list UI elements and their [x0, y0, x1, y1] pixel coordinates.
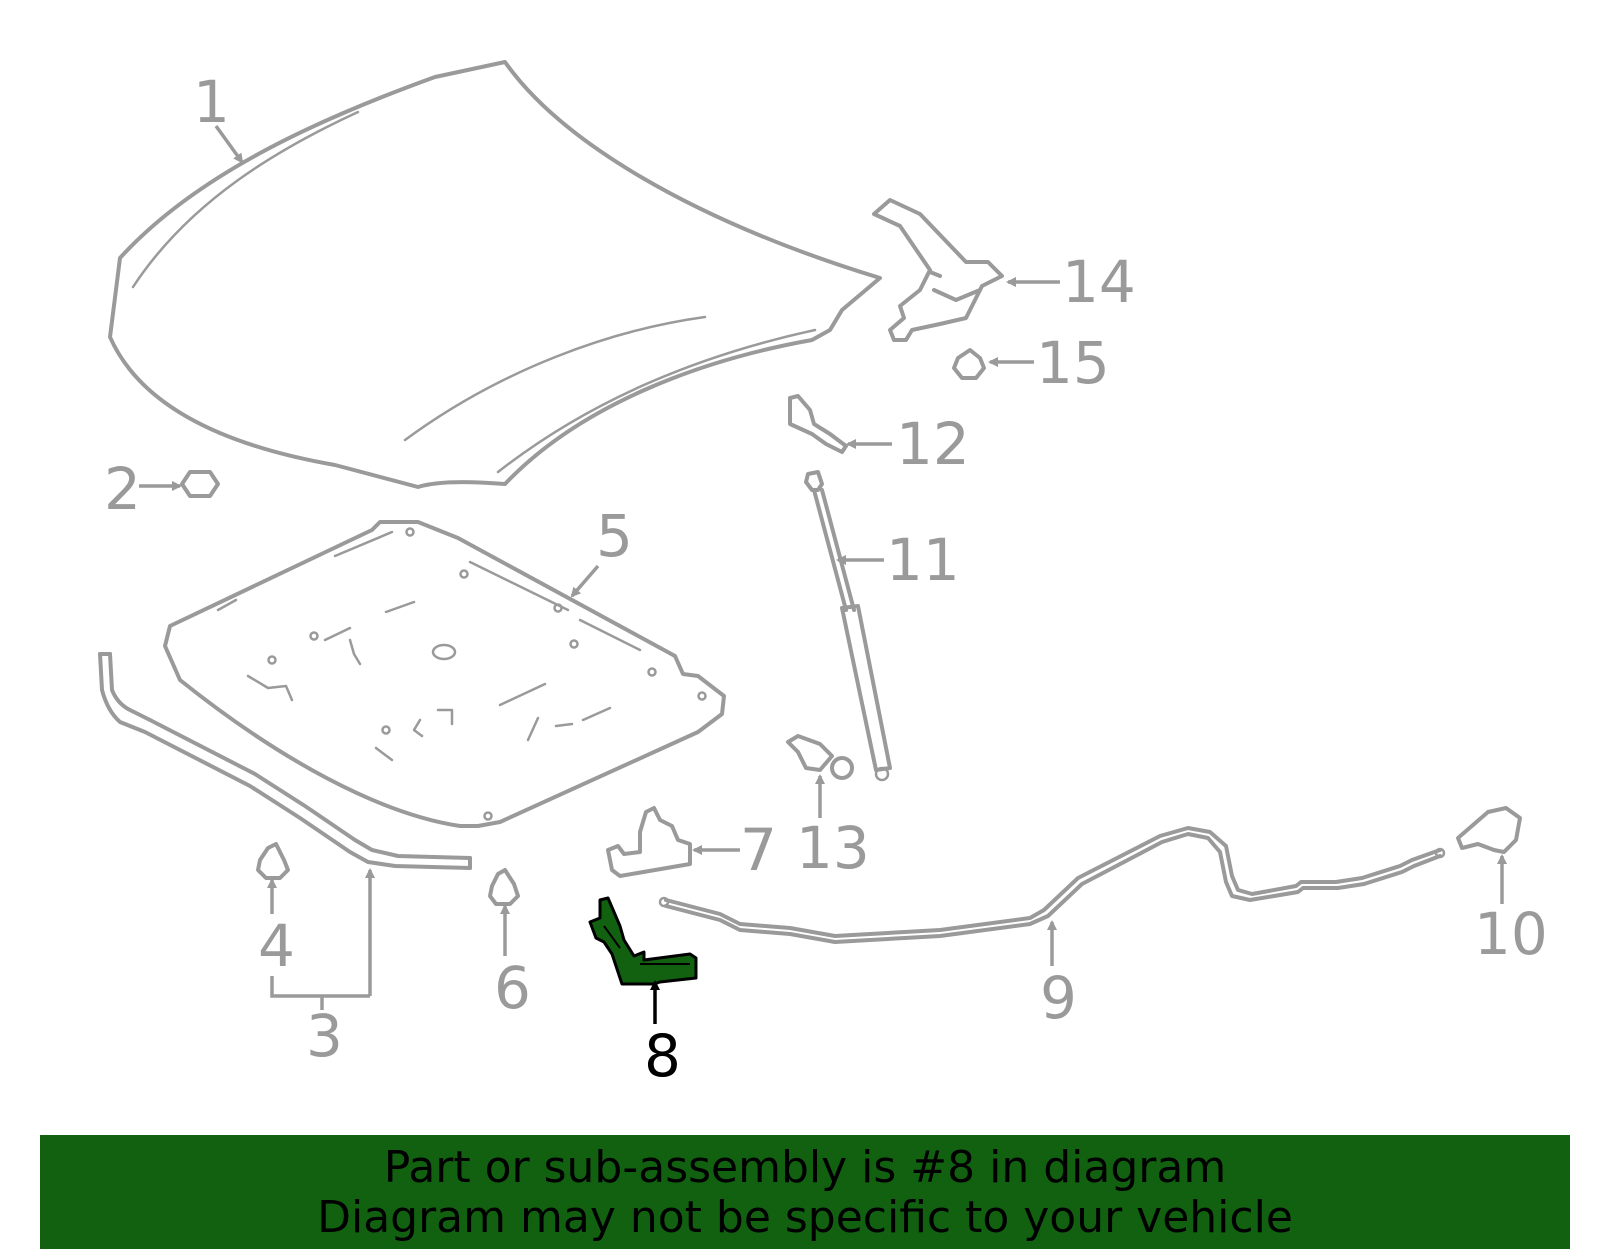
release-handle — [1456, 806, 1522, 854]
hood-grommet — [180, 470, 220, 498]
strut-bracket — [788, 394, 848, 454]
callout-15: 15 — [1036, 329, 1110, 397]
callout-11: 11 — [886, 526, 960, 594]
release-cable — [658, 826, 1446, 944]
hood-seal — [98, 652, 472, 870]
hinge-nut — [952, 348, 986, 380]
callout-9: 9 — [1040, 964, 1077, 1032]
hood-panel — [108, 60, 882, 489]
callout-12: 12 — [896, 410, 970, 478]
banner-line-2: Diagram may not be specific to your vehi… — [317, 1192, 1293, 1243]
callout-5: 5 — [596, 502, 633, 570]
callout-4: 4 — [258, 912, 295, 980]
hood-latch — [606, 806, 692, 878]
callout-1: 1 — [193, 68, 230, 136]
callout-8: 8 — [644, 1022, 681, 1090]
callout-3: 3 — [306, 1002, 343, 1070]
callout-10: 10 — [1474, 900, 1548, 968]
banner-line-1: Part or sub-assembly is #8 in diagram — [383, 1142, 1227, 1193]
hood-insulator — [163, 520, 726, 828]
callout-6: 6 — [494, 954, 531, 1022]
hood-bumper — [786, 734, 854, 780]
callout-13: 13 — [796, 814, 870, 882]
latch-support-bracket — [588, 896, 698, 986]
callout-2: 2 — [104, 455, 141, 523]
insulator-clip — [488, 868, 520, 906]
hood-hinge — [872, 198, 1004, 342]
hood-support-strut — [804, 470, 892, 782]
callout-14: 14 — [1062, 248, 1136, 316]
info-banner: Part or sub-assembly is #8 in diagram Di… — [40, 1135, 1570, 1249]
leader-arrows — [139, 124, 1507, 1024]
callout-7: 7 — [740, 816, 777, 884]
seal-clip — [256, 842, 290, 880]
